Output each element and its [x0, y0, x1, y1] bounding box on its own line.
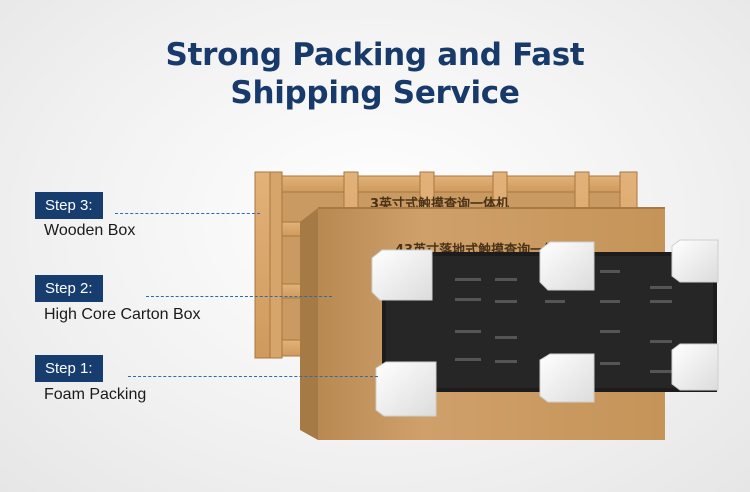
- step-3-badge: Step 3:: [35, 192, 103, 219]
- product-screen: [371, 239, 719, 417]
- page-title: Strong Packing and Fast Shipping Service: [0, 36, 750, 112]
- step-2-connector: [146, 296, 332, 297]
- step-3-connector: [115, 213, 260, 214]
- foam-blocks: [371, 239, 719, 417]
- step-1-badge: Step 1:: [35, 355, 103, 382]
- step-1-connector: [128, 376, 378, 377]
- step-1-label: Foam Packing: [44, 386, 147, 403]
- step-3-label: Wooden Box: [44, 222, 136, 239]
- title-line-2: Shipping Service: [230, 75, 520, 111]
- step-2-label: High Core Carton Box: [44, 306, 201, 323]
- title-line-1: Strong Packing and Fast: [165, 37, 585, 73]
- step-2-badge: Step 2:: [35, 275, 103, 302]
